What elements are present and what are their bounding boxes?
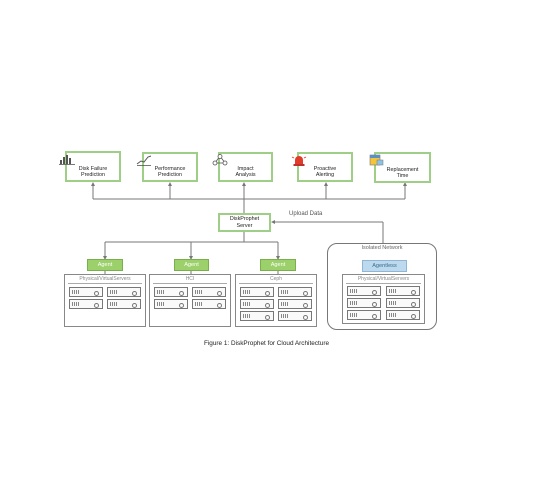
module-label: Performance Prediction	[154, 166, 186, 178]
group-title: HCI	[185, 276, 195, 282]
agent-badge: Agent	[260, 259, 296, 271]
server-unit	[386, 286, 420, 296]
alarm-light-icon	[291, 156, 307, 166]
divider	[346, 283, 421, 284]
server-unit	[69, 287, 103, 297]
group-title: Physical/VirtualServers	[357, 276, 410, 282]
server-unit	[386, 310, 420, 320]
network-nodes-icon	[212, 154, 228, 166]
server-unit	[386, 298, 420, 308]
disk-chart-icon	[59, 155, 75, 165]
server-unit	[69, 299, 103, 309]
module-label: Replacement Time	[386, 167, 419, 179]
server-unit	[107, 287, 141, 297]
group-title: Physical/VirtualServers	[79, 276, 131, 282]
agent-badge: Agent	[174, 259, 209, 271]
server-unit	[278, 299, 312, 309]
server-unit	[107, 299, 141, 309]
server-unit	[192, 299, 226, 309]
server-unit	[278, 287, 312, 297]
server-unit	[240, 287, 274, 297]
server-unit	[240, 299, 274, 309]
module-disk-failure-prediction: Disk Failure Prediction	[59, 151, 121, 182]
agent-badge: Agent	[87, 259, 123, 271]
performance-chart-icon	[136, 155, 152, 166]
server-group-physical-virtual: Physical/VirtualServers	[64, 274, 146, 327]
isolated-network-title: Isolated Network	[361, 245, 403, 251]
module-impact-analysis: Impact Analysis	[212, 152, 273, 182]
diskprophet-server-box: DiskProphet Server	[218, 213, 271, 232]
divider	[68, 283, 142, 284]
server-unit	[192, 287, 226, 297]
server-unit	[347, 310, 381, 320]
figure-caption: Figure 1: DiskProphet for Cloud Architec…	[203, 340, 330, 347]
group-title: Ceph	[270, 276, 282, 282]
server-group-hci: HCI	[149, 274, 231, 327]
agentless-badge: Agentless	[362, 260, 407, 272]
server-unit	[347, 298, 381, 308]
upload-data-label: Upload Data	[289, 211, 323, 217]
server-unit	[154, 287, 188, 297]
module-performance-prediction: Performance Prediction	[136, 152, 198, 182]
server-unit	[278, 311, 312, 321]
calendar-icon	[369, 154, 384, 166]
server-unit	[240, 311, 274, 321]
server-unit	[347, 286, 381, 296]
module-label: Proactive Alerting	[313, 166, 337, 178]
divider	[153, 283, 227, 284]
module-replacement-time: Replacement Time	[369, 152, 431, 183]
server-unit	[154, 299, 188, 309]
divider	[239, 283, 313, 284]
server-group-ceph: Ceph	[235, 274, 317, 327]
server-group-isolated-physical-virtual: Physical/VirtualServers	[342, 274, 425, 324]
module-label: Impact Analysis	[235, 166, 256, 178]
module-proactive-alerting: Proactive Alerting	[291, 152, 353, 182]
module-label: Disk Failure Prediction	[78, 166, 108, 178]
